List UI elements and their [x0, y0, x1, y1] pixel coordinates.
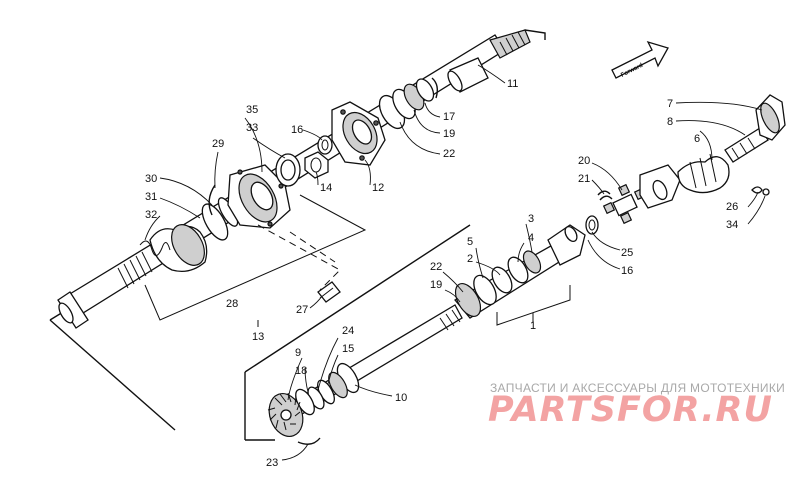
callout-24: 24 — [342, 325, 354, 337]
forward-arrow: Forward — [611, 40, 669, 79]
callout-14: 14 — [320, 182, 332, 194]
callout-3: 3 — [528, 213, 534, 225]
callout-2: 2 — [467, 253, 473, 265]
watermark-logo: PARTSFOR.RU — [488, 390, 773, 430]
lower-assembly-frame — [244, 224, 471, 441]
callout-8: 8 — [667, 116, 673, 128]
callout-11: 11 — [507, 78, 518, 90]
callout-19-lower: 19 — [430, 279, 442, 291]
callout-17: 17 — [443, 111, 455, 123]
bolt-27 — [317, 281, 341, 303]
callout-18: 18 — [295, 365, 307, 377]
callout-6: 6 — [694, 133, 700, 145]
watermark-tagline: ЗАПЧАСТИ И АКСЕССУАРЫ ДЛЯ МОТОТЕХНИКИ — [490, 381, 786, 395]
callout-29: 29 — [212, 138, 224, 150]
callout-35: 35 — [246, 104, 258, 116]
callout-13: 13 — [252, 331, 264, 343]
callout-16-upper: 16 — [291, 124, 303, 136]
callout-22-upper: 22 — [443, 148, 455, 160]
upper-drive-shaft — [57, 29, 531, 329]
callout-30: 30 — [145, 173, 157, 185]
u-joint-cross — [602, 183, 647, 225]
callout-labels: 11 17 19 22 12 14 16 35 33 29 30 31 32 2… — [145, 78, 738, 469]
bevel-gear-9 — [267, 392, 304, 437]
callout-5: 5 — [467, 236, 473, 248]
callout-7: 7 — [667, 98, 673, 110]
callout-33: 33 — [246, 122, 258, 134]
callout-19-upper: 19 — [443, 128, 455, 140]
callout-34: 34 — [726, 219, 738, 231]
callout-25: 25 — [621, 247, 633, 259]
callout-23: 23 — [266, 457, 278, 469]
callout-10: 10 — [395, 392, 407, 404]
callout-27: 27 — [296, 304, 308, 316]
callout-21: 21 — [578, 173, 590, 185]
callout-22-lower: 22 — [430, 261, 442, 273]
callout-12: 12 — [372, 182, 384, 194]
leader-lines — [144, 64, 766, 461]
callout-28: 28 — [226, 298, 238, 310]
callout-16-lower: 16 — [621, 265, 633, 277]
callout-15: 15 — [342, 343, 354, 355]
callout-9: 9 — [295, 347, 301, 359]
alignment-lines — [257, 224, 341, 291]
callout-26: 26 — [726, 201, 738, 213]
lower-drive-shaft — [267, 304, 463, 445]
callout-1: 1 — [530, 320, 536, 332]
callout-31: 31 — [145, 191, 157, 203]
callout-4: 4 — [528, 232, 534, 244]
callout-20: 20 — [578, 155, 590, 167]
middle-shaft-group — [454, 224, 586, 326]
left-spline — [117, 251, 153, 289]
right-drive-shaft — [585, 94, 786, 235]
callout-32: 32 — [145, 209, 157, 221]
